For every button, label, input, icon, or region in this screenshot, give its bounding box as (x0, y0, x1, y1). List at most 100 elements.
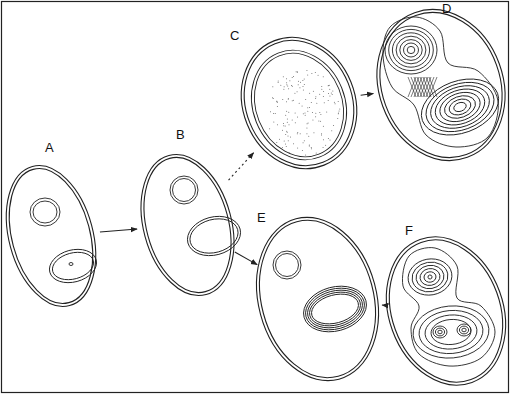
stipple-dot (287, 118, 288, 119)
stipple-dot (298, 81, 299, 82)
cell-outline (5, 160, 97, 312)
stipple-dot (288, 99, 289, 100)
stipple-dot (286, 84, 287, 85)
stipple-dot (297, 132, 298, 133)
cell-wall (222, 20, 376, 186)
stipple-dot (306, 133, 307, 134)
contour-line (389, 29, 434, 70)
contour-line (407, 46, 415, 53)
cell-wall (0, 156, 110, 317)
stipple-dot (299, 87, 300, 88)
stipple-dot (323, 91, 324, 92)
cell-wall (226, 24, 372, 182)
stipple-dot (339, 111, 340, 112)
stipple-dot (295, 122, 296, 123)
stipple-dot (306, 128, 307, 129)
stipple-dot (311, 73, 312, 74)
contour-line (462, 328, 466, 332)
stipple-dot (329, 96, 330, 97)
stipple-dot (299, 103, 300, 104)
contour-line (402, 248, 495, 367)
stipple-dot (285, 126, 286, 127)
cell-stage: D (376, 5, 506, 165)
stipple-dot (332, 90, 333, 91)
contour-line (459, 326, 468, 334)
contour-line (410, 259, 451, 294)
stipple-dot (331, 93, 332, 94)
stipple-dot (288, 112, 289, 113)
contour-line (423, 271, 437, 283)
contour-line (33, 201, 57, 223)
stipple-dot (323, 139, 324, 140)
cell-wall (0, 159, 107, 312)
stipple-dot (313, 132, 314, 133)
stipple-dot (282, 130, 283, 131)
stage-letter: E (257, 211, 266, 225)
stipple-dot (337, 118, 338, 119)
stipple-dot (311, 148, 312, 149)
stipple-dot (319, 94, 320, 95)
cell-wall (130, 148, 245, 303)
stipple-dot (273, 113, 274, 114)
stipple-dot (338, 113, 339, 114)
stage-letter: F (405, 224, 413, 238)
contour-line (428, 275, 433, 280)
stipple-dot (326, 111, 327, 112)
stipple-dot (304, 140, 305, 141)
stipple-dot (285, 134, 286, 135)
stage-arrow (235, 252, 257, 265)
stipple-dot (302, 150, 303, 151)
contour-line (430, 83, 490, 132)
stipple-dot (323, 126, 324, 127)
stipple-dot (315, 116, 316, 117)
contour-line (183, 211, 245, 262)
stipple-dot (304, 113, 305, 114)
contour-line (430, 318, 472, 346)
stipple-dot (296, 71, 297, 72)
stipple-dot (308, 136, 309, 137)
stipple-dot (290, 137, 291, 138)
stipple-dot (334, 102, 335, 103)
stipple-dot (307, 111, 308, 112)
stipple-dot (297, 91, 298, 92)
stipple-dot (339, 109, 340, 110)
stage-letter: A (45, 141, 54, 155)
contour-line (239, 40, 358, 170)
contour-line (170, 176, 198, 204)
stipple-dot (321, 133, 322, 134)
stipple-dot (300, 133, 301, 134)
stipple-dot (276, 101, 277, 102)
stipple-dot (333, 125, 334, 126)
stipple-dot (279, 139, 280, 140)
stipple-dot (284, 140, 285, 141)
stipple-dot (321, 86, 322, 87)
stipple-dot (285, 143, 286, 144)
stipple-dot (277, 124, 278, 125)
contour-line (457, 324, 471, 336)
stipple-dot (292, 119, 293, 120)
stipple-dot (287, 135, 288, 136)
stipple-dot (328, 93, 329, 94)
stipple-dot (304, 84, 305, 85)
contour-line (411, 303, 491, 361)
contour-line (453, 101, 468, 113)
cell-stage: E (255, 213, 380, 385)
stipple-dot (282, 99, 283, 100)
contour-line (273, 251, 301, 279)
stipple-dot (303, 142, 304, 143)
stipple-dot (283, 76, 284, 77)
contour-line (186, 214, 242, 259)
contour-line (405, 255, 455, 298)
cell-stage: B (140, 150, 235, 300)
stipple-dot (321, 89, 322, 90)
contour-line (396, 36, 426, 64)
stipple-dot (277, 102, 278, 103)
contour-line (383, 17, 498, 147)
stipple-dot (328, 100, 329, 101)
stipple-dot (311, 102, 312, 103)
stipple-dot (297, 72, 298, 73)
stipple-dot (309, 144, 310, 145)
stipple-dot (303, 113, 304, 114)
stipple-dot (293, 143, 294, 144)
